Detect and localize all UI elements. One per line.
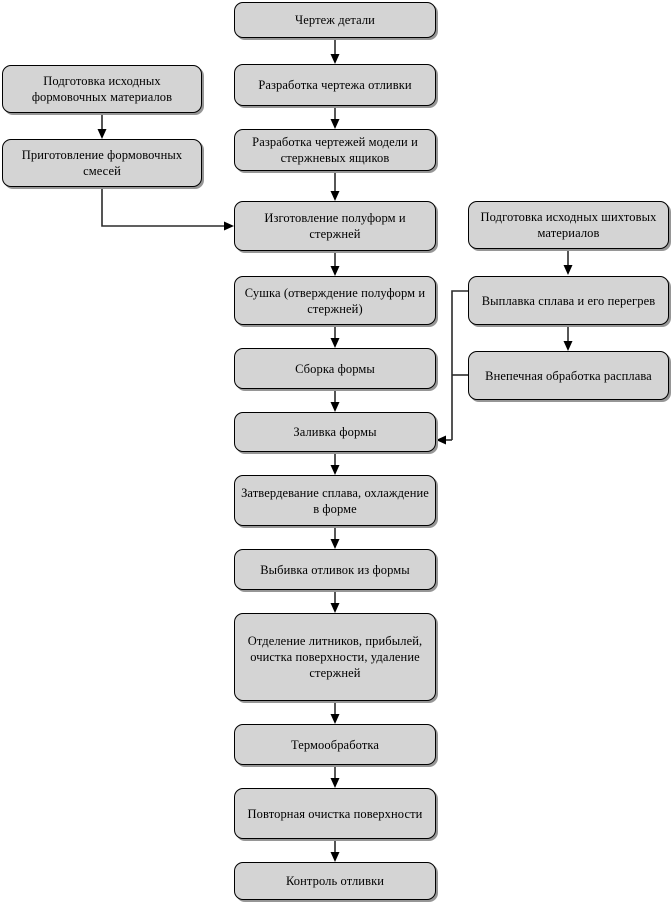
node-center-8[interactable]: Затвердевание сплава, охлаждение в форме	[234, 475, 436, 526]
node-right-3[interactable]: Внепечная обработка расплава	[468, 351, 669, 400]
node-right-1-label: Подготовка исходных шихтовых материалов	[480, 210, 657, 240]
connector-center11-center12	[330, 765, 340, 788]
node-right-2-label: Выплавка сплава и его перегрев	[481, 293, 656, 308]
node-center-4[interactable]: Изготовление полуформ и стержней	[234, 201, 436, 251]
node-center-9-label: Выбивка отливок из формы	[260, 562, 410, 577]
node-center-6-label: Сборка формы	[295, 361, 375, 376]
node-center-13[interactable]: Контроль отливки	[234, 862, 436, 900]
node-center-1-label: Чертеж детали	[295, 13, 375, 27]
connector-left1-left2	[97, 113, 107, 139]
node-center-10-label: Отделение литников, прибылей, очистка по…	[247, 634, 423, 680]
node-center-13-label: Контроль отливки	[285, 874, 385, 888]
node-right-2[interactable]: Выплавка сплава и его перегрев	[468, 276, 669, 325]
connector-center3-center4	[330, 171, 340, 201]
node-center-7-label: Заливка формы	[293, 425, 377, 439]
node-center-10[interactable]: Отделение литников, прибылей, очистка по…	[234, 613, 436, 701]
connector-center4-center5	[330, 251, 340, 276]
connector-arrowhead-into-center7	[436, 435, 452, 445]
node-center-3-label: Разработка чертежей модели и стержневых …	[252, 135, 418, 165]
node-center-7[interactable]: Заливка формы	[234, 412, 436, 452]
connector-center1-center2	[330, 38, 340, 64]
connector-center6-center7	[330, 389, 340, 412]
connector-center5-center6	[330, 325, 340, 348]
node-right-1[interactable]: Подготовка исходных шихтовых материалов	[468, 201, 669, 249]
node-center-6[interactable]: Сборка формы	[234, 348, 436, 389]
connector-center2-center3	[330, 106, 340, 129]
connector-center10-center11	[330, 701, 340, 724]
connector-right2-center7	[451, 290, 468, 440]
connector-center12-center13	[330, 839, 340, 862]
connector-left2-center4	[101, 187, 234, 231]
node-left-1[interactable]: Подготовка исходных формовочных материал…	[2, 65, 202, 113]
node-center-2[interactable]: Разработка чертежа отливки	[234, 64, 436, 106]
node-center-11-label: Термообработка	[290, 737, 380, 752]
node-center-2-label: Разработка чертежа отливки	[258, 78, 412, 92]
node-center-5-label: Сушка (отверждение полуформ и стержней)	[244, 285, 426, 316]
node-center-11[interactable]: Термообработка	[234, 724, 436, 765]
node-center-8-label: Затвердевание сплава, охлаждение в форме	[241, 485, 429, 516]
node-center-1[interactable]: Чертеж детали	[234, 2, 436, 38]
node-center-9[interactable]: Выбивка отливок из формы	[234, 549, 436, 590]
connector-center7-center8	[330, 452, 340, 475]
node-left-2-label: Приготовление формовочных смесей	[21, 148, 183, 178]
node-left-2[interactable]: Приготовление формовочных смесей	[2, 139, 202, 187]
node-center-4-label: Изготовление полуформ и стержней	[264, 211, 406, 241]
node-right-3-label: Внепечная обработка расплава	[485, 368, 652, 383]
node-center-12-label: Повторная очистка поверхности	[247, 806, 423, 821]
connector-right2-right3	[563, 325, 573, 351]
connector-right1-right2	[563, 249, 573, 275]
connector-center8-center9	[330, 526, 340, 549]
node-left-1-label: Подготовка исходных формовочных материал…	[31, 74, 173, 104]
node-center-12[interactable]: Повторная очистка поверхности	[234, 788, 436, 839]
node-center-5[interactable]: Сушка (отверждение полуформ и стержней)	[234, 276, 436, 325]
node-center-3[interactable]: Разработка чертежей модели и стержневых …	[234, 129, 436, 171]
connector-center9-center10	[330, 590, 340, 613]
